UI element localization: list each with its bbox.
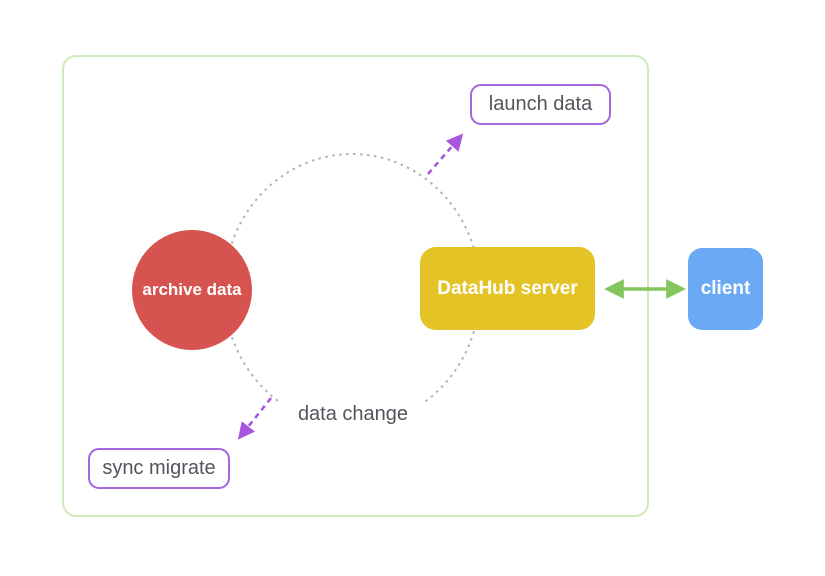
sync-migrate-arrow — [237, 397, 273, 440]
archive-data-label: archive data — [142, 280, 242, 299]
datahub-server-node: DataHub server — [420, 247, 595, 330]
datahub-server-label: DataHub server — [437, 277, 578, 299]
client-node: client — [688, 248, 763, 330]
launch-data-label: launch data — [488, 93, 593, 115]
launch-data-arrow — [427, 133, 464, 175]
data-change-label: data change — [281, 399, 425, 429]
launch-data-node: launch data — [470, 84, 611, 125]
client-label: client — [700, 278, 751, 299]
sync-migrate-label: sync migrate — [102, 457, 216, 479]
sync-migrate-node: sync migrate — [88, 448, 230, 489]
data-change-text: data change — [297, 402, 409, 425]
archive-data-node: archive data — [132, 230, 252, 350]
